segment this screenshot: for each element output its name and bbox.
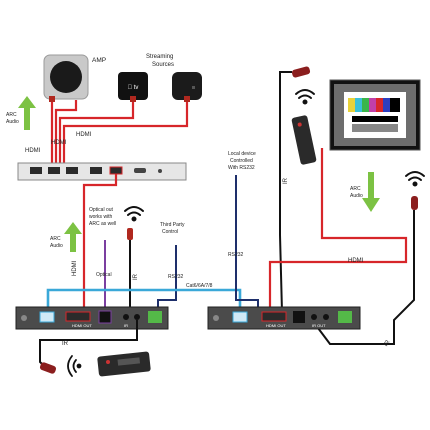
arc-audio-right-1: ARC xyxy=(350,186,361,192)
hdmi-label-3: HDMI xyxy=(76,132,92,138)
local-device-1: Local device xyxy=(228,151,256,157)
ir-emitter-far-right xyxy=(411,196,418,210)
ir-cable-right xyxy=(279,71,292,313)
port-hdmi-out-right: HDMI OUT xyxy=(266,323,286,328)
ir-cable-far-right xyxy=(317,210,415,345)
ir-vertical-left: IR xyxy=(133,273,139,280)
local-device-3: With RS232 xyxy=(228,165,255,171)
hdmi-right-label: HDMI xyxy=(348,258,364,264)
ir-emitter-left-bottom xyxy=(39,362,57,374)
apple-tv-device:  tv xyxy=(118,72,148,100)
arc-arrow-mid xyxy=(64,222,82,252)
rs232-cable-right xyxy=(235,175,259,312)
optical-note-2: works with xyxy=(89,214,113,220)
rs232-label-left: RS232 xyxy=(168,274,184,280)
extender-rx xyxy=(207,306,361,330)
ir-emitter-mid xyxy=(127,228,133,310)
arc-audio-left-2: Audio xyxy=(6,119,19,125)
wifi-icon xyxy=(295,89,315,105)
streaming-device xyxy=(172,72,202,100)
cat-cable-label: Cat6/6A/7/8 xyxy=(186,283,213,289)
arc-audio-left-1: ARC xyxy=(6,112,17,118)
hdmi-cable-switch-to-tx xyxy=(82,174,118,310)
rs232-label-right: RS232 xyxy=(228,252,244,258)
optical-note-1: Optical out xyxy=(89,207,114,213)
arc-audio-mid-1: ARC xyxy=(50,236,61,242)
hdmi-vertical-label: HDMI xyxy=(72,260,78,276)
hdmi-label-2: HDMI xyxy=(51,140,67,146)
port-ir-left: IR xyxy=(124,323,128,328)
hdmi-label-1: HDMI xyxy=(25,148,41,154)
streaming-label-2: Sources xyxy=(152,62,174,68)
hdmi-cable-right xyxy=(268,148,408,312)
arc-arrow-left xyxy=(18,96,36,130)
third-party-1: Third Party xyxy=(160,222,185,228)
hdmi-connectors-top xyxy=(49,96,190,102)
port-hdmi-out-left: HDMI OUT xyxy=(72,323,92,328)
wifi-icon xyxy=(405,171,425,187)
arc-audio-mid-2: Audio xyxy=(50,243,63,249)
tv-display xyxy=(329,79,421,151)
wifi-icon xyxy=(124,206,144,222)
ir-vertical-right: IR xyxy=(283,177,289,184)
ir-emitter-top-right xyxy=(291,66,311,78)
remote-icon xyxy=(291,115,317,165)
wifi-icon xyxy=(67,355,82,377)
apple-tv-logo:  tv xyxy=(128,84,139,91)
arc-audio-right-2: Audio xyxy=(350,193,363,199)
amp-label: AMP xyxy=(92,57,106,64)
amp-device xyxy=(43,54,89,100)
port-ir-out-right: IR OUT xyxy=(312,323,326,328)
streaming-label-1: Streaming xyxy=(146,54,173,60)
arc-arrow-right xyxy=(362,172,380,212)
remote-icon xyxy=(97,351,151,377)
rs232-cable-left xyxy=(157,245,177,312)
optical-cable-label: Optical xyxy=(96,272,112,278)
local-device-2: Controlled xyxy=(230,158,253,164)
hdmi-cables-top xyxy=(50,100,189,165)
hdmi-switch-device xyxy=(17,162,187,181)
third-party-2: Control xyxy=(162,229,178,235)
ir-right-bottom-label: IR xyxy=(383,339,392,348)
optical-note-3: ARC as well xyxy=(89,221,116,227)
ir-label-left-bottom: IR xyxy=(62,341,69,347)
extender-tx xyxy=(15,306,169,330)
